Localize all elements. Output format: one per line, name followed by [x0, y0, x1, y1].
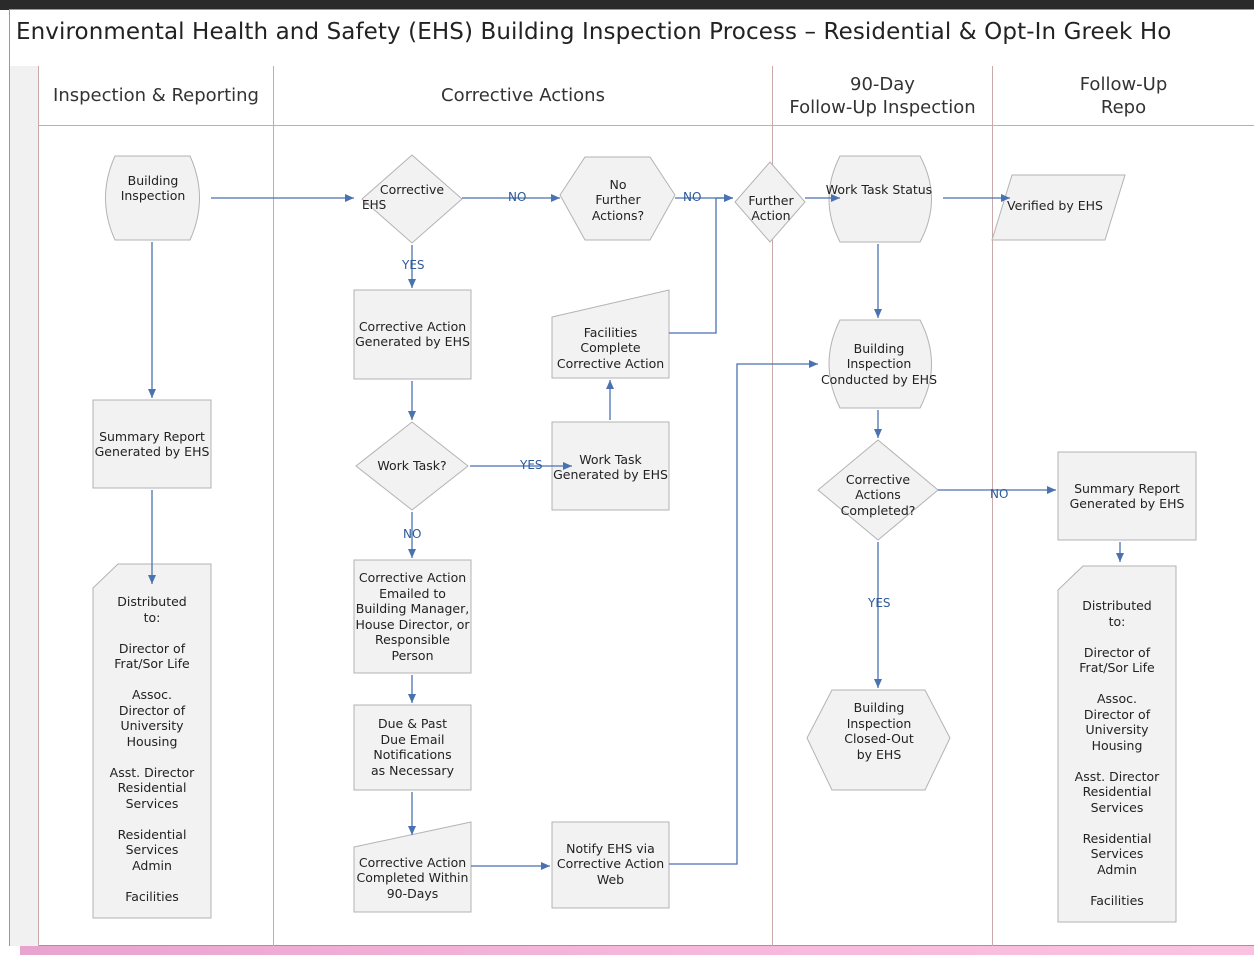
process-corrective-action-emailed: [353, 559, 472, 674]
lane-divider: [992, 66, 993, 946]
edge-label-no: NO: [683, 190, 702, 204]
edge-label-yes: YES: [868, 596, 891, 610]
manual-facilities-complete: [551, 289, 670, 379]
document-distributed-left: [92, 563, 212, 919]
label-building-closed-out: Building Inspection Closed-Out by EHS: [844, 700, 914, 762]
edge-label-yes: YES: [520, 458, 543, 472]
label-due-past-due: Due & Past Due Email Notifications as Ne…: [371, 716, 454, 778]
hexagon-building-closed-out: [806, 689, 951, 791]
label-summary-report: Summary Report Generated by EHS: [94, 428, 210, 460]
manual-corrective-completed-90: [353, 821, 472, 913]
label-corrective-generated: Corrective Action Generated by EHS: [355, 318, 470, 350]
parallelogram-verified-by-ehs: [991, 174, 1126, 241]
decision-corrective-completed: [817, 439, 939, 541]
manual-notify-ehs: [551, 821, 670, 909]
decision-corrective-actions: [361, 154, 463, 244]
lane-header-inspection: Inspection & Reporting: [38, 66, 273, 126]
bottom-band: [20, 946, 1254, 955]
label-notify-ehs: Notify EHS via Corrective Action Web: [556, 840, 665, 887]
label-building-inspection-conducted: Building Inspection Conducted by EHS: [820, 340, 938, 387]
process-corrective-action-generated: [353, 289, 472, 380]
label-corrective-q: Corrective: [379, 182, 445, 198]
terminator-work-task-status: [828, 155, 932, 243]
arrow: [669, 194, 733, 334]
label-corrective-completed-q: Corrective Actions Completed?: [840, 471, 916, 518]
lane-stub: [10, 66, 39, 946]
label-distributed-right: Distributed to: Director of Frat/Sor Lif…: [1074, 598, 1160, 908]
document-distributed-right: [1057, 565, 1177, 923]
process-summary-report: [92, 399, 212, 489]
page-title: Environmental Health and Safety (EHS) Bu…: [16, 19, 1172, 45]
label-work-task-q: Work Task?: [377, 458, 447, 474]
label-corrective-emailed: Corrective Action Emailed to Building Ma…: [355, 570, 470, 663]
arrow: [669, 360, 818, 865]
decision-no-further-actions: [559, 156, 676, 241]
label-verified-by-ehs: Verified by EHS: [1007, 198, 1103, 214]
lane-divider: [273, 66, 274, 946]
lane-header-followup-report: Follow-Up Repo: [992, 66, 1254, 126]
label-no-further-actions: No Further Actions?: [591, 176, 645, 223]
label-building-inspection: Building Inspection: [120, 172, 186, 204]
label-summary-report-right: Summary Report Generated by EHS: [1069, 480, 1185, 512]
label-work-task-generated: Work Task Generated by EHS: [553, 451, 668, 483]
label-facilities-complete: Facilities Complete Corrective Action: [556, 324, 665, 371]
terminator-building-inspection-conducted: [828, 319, 932, 409]
lane-divider: [38, 66, 39, 946]
label-corrective-completed-90: Corrective Action Completed Within 90-Da…: [356, 854, 469, 901]
label-distributed-left: Distributed to: Director of Frat/Sor Lif…: [109, 594, 195, 904]
lane-header-followup-inspection: 90-Day Follow-Up Inspection: [772, 66, 992, 126]
edge-label-ehs: EHS: [362, 198, 387, 212]
edge-label-no: NO: [403, 527, 422, 541]
process-summary-report-right: [1057, 451, 1197, 541]
edge-label-no: NO: [508, 190, 527, 204]
edge-label-no: NO: [990, 487, 1009, 501]
decision-further-action: [734, 161, 806, 243]
label-further-action: Further Action: [748, 192, 794, 224]
top-band: [0, 0, 1254, 10]
edge-label-yes: YES: [402, 258, 425, 272]
terminator-building-inspection: [105, 155, 200, 241]
decision-work-task: [355, 421, 469, 511]
lane-divider: [772, 66, 773, 946]
process-due-past-due: [353, 704, 472, 791]
label-work-task-status: Work Task Status: [825, 182, 933, 198]
